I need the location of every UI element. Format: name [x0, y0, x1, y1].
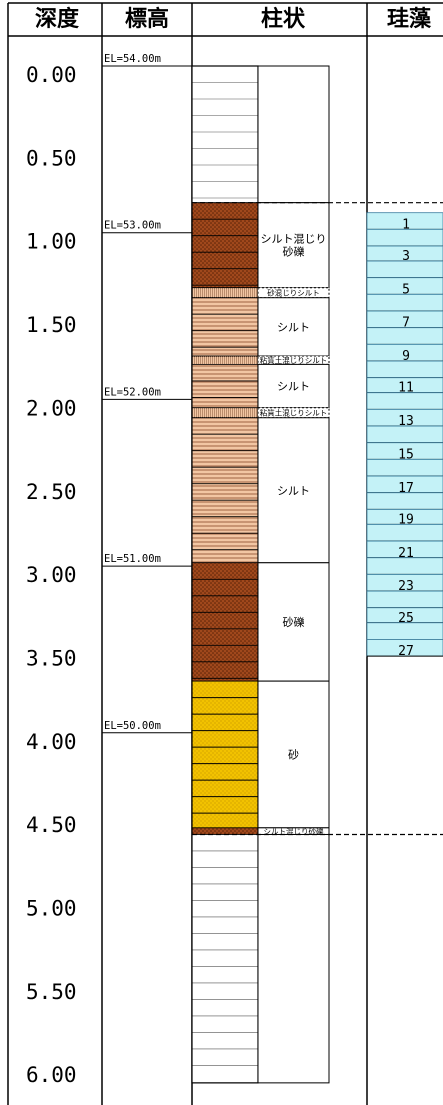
header-depth: 深度: [35, 6, 80, 32]
soil-layer-silt-fine: [191, 355, 259, 365]
depth-label: 1.50: [26, 313, 77, 337]
soil-description-cell: [257, 417, 330, 564]
elevation-label: EL=50.00m: [104, 720, 161, 732]
soil-description-cell: [257, 355, 330, 365]
sample-number: 23: [398, 579, 414, 594]
depth-label: 4.50: [26, 813, 77, 837]
sample-bar: [366, 492, 443, 510]
header-row: 深度 標高 柱状 珪藻: [0, 0, 443, 36]
depth-label: 5.00: [26, 897, 77, 921]
sample-number: 3: [402, 249, 410, 264]
soil-description-cell: [257, 833, 330, 1084]
soil-description-cell: [257, 65, 330, 204]
sample-bar: [366, 459, 443, 477]
sample-bar: [366, 392, 443, 410]
depth-label: 2.00: [26, 396, 77, 420]
sample-number: 19: [398, 512, 414, 527]
sample-bar: [366, 327, 443, 345]
depth-label: 5.50: [26, 980, 77, 1004]
sample-bar: [366, 524, 443, 542]
sample-number: 27: [398, 644, 414, 659]
elevation-label: EL=51.00m: [104, 553, 161, 565]
depth-label: 3.50: [26, 646, 77, 670]
sample-number: 13: [398, 414, 414, 429]
depth-label: 3.00: [26, 563, 77, 587]
layer-boundary-lines: [192, 202, 443, 836]
soil-layer-gravel: [191, 562, 259, 682]
sample-bar: [366, 293, 443, 312]
soil-label: 砂礫: [283, 615, 305, 629]
sample-number: 9: [402, 349, 410, 364]
sample-number: 7: [402, 316, 410, 331]
soil-layer-silt-fine: [191, 287, 259, 299]
soil-label: シルト: [277, 321, 310, 334]
soil-label: 粘質土混じりシルト: [260, 408, 328, 418]
sample-number: 25: [398, 611, 414, 626]
soil-label: シルト: [277, 484, 310, 497]
depth-scale: 0.00 0.50 1.00 1.50 2.00 2.50 3.00 3.50 4.00 4.50…: [26, 63, 77, 1087]
soil-layer-silt: [191, 363, 259, 409]
sample-number: 5: [402, 282, 410, 297]
header-diatom: 珪藻: [387, 7, 432, 32]
soil-label: シルト混じり砂礫: [264, 826, 324, 836]
sample-bar: [366, 590, 443, 609]
depth-label: 6.00: [26, 1063, 77, 1087]
soil-layer-silt: [191, 417, 259, 564]
soil-layer-blank: [191, 834, 259, 1084]
sample-bar: [366, 228, 443, 247]
soil-layer-sand: [191, 680, 259, 829]
soil-label: 砂混じりシルト: [267, 288, 320, 298]
soil-label: 粘質土混じりシルト: [260, 355, 328, 365]
sample-bar: [366, 260, 443, 279]
sample-number: 11: [398, 381, 414, 396]
soil-description-cell: [257, 680, 330, 829]
soil-description-cell: [257, 202, 330, 289]
soil-label: シルト混じり砂礫: [261, 233, 327, 259]
soil-layer-blank: [191, 65, 259, 204]
soil-labels: シルト混じり砂礫砂混じりシルトシルト粘質土混じりシルトシルト粘質土混じりシルトシ…: [257, 65, 330, 1084]
elevation-label: EL=52.00m: [104, 386, 161, 398]
soil-label: シルト: [277, 380, 310, 393]
sample-number: 15: [398, 447, 414, 462]
sample-bar: [366, 622, 443, 640]
elevation-marks: EL=54.00mEL=53.00mEL=52.00mEL=51.00mEL=5…: [102, 53, 192, 734]
elevation-label: EL=54.00m: [104, 53, 161, 65]
sample-bar: [366, 557, 443, 575]
header-elevation: 標高: [125, 6, 169, 32]
sample-bar: [366, 360, 443, 379]
soil-description-cell: [257, 297, 330, 357]
soil-layer-gravel: [191, 202, 259, 289]
header-column: 柱状: [261, 7, 306, 32]
sample-number: 21: [398, 546, 414, 561]
depth-label: 4.00: [26, 730, 77, 754]
sample-number: 17: [398, 481, 414, 496]
sample-bar: [366, 425, 443, 444]
depth-label: 0.50: [26, 146, 77, 170]
sample-number: 1: [402, 217, 410, 232]
depth-label: 0.00: [26, 63, 77, 87]
depth-label: 1.00: [26, 230, 77, 254]
soil-column: [191, 65, 259, 1084]
elevation-label: EL=53.00m: [104, 220, 161, 232]
soil-label: 砂: [288, 748, 299, 761]
soil-layer-gravel: [191, 827, 259, 835]
depth-label: 2.50: [26, 480, 77, 504]
soil-layer-silt-fine: [191, 407, 259, 419]
soil-description-cell: [257, 562, 330, 682]
